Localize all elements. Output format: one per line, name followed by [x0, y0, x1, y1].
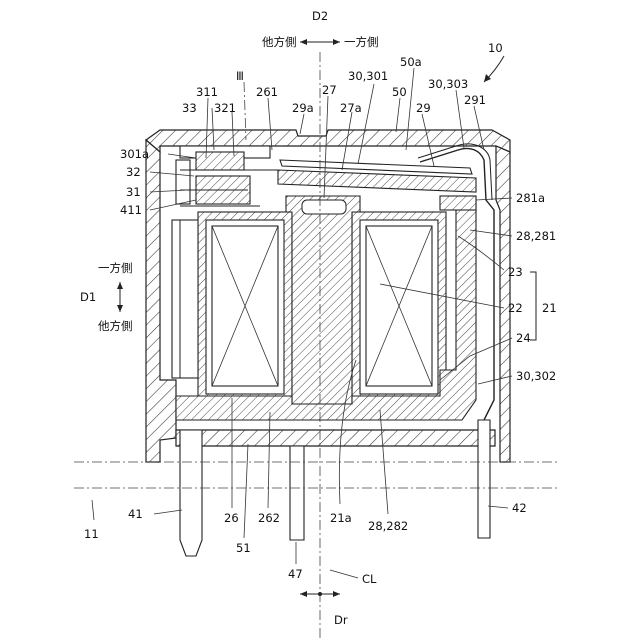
label-21a: 21a — [330, 511, 352, 525]
label-32: 32 — [126, 165, 141, 179]
label-31: 31 — [126, 185, 141, 199]
label-33: 33 — [182, 101, 197, 115]
terminal-41 — [180, 430, 202, 556]
label-10: 10 — [488, 41, 503, 55]
label-411: 411 — [120, 203, 142, 217]
label-d1-bottom: 他方側 — [98, 319, 133, 333]
coil-left — [198, 212, 292, 402]
label-28-281: 28,281 — [516, 229, 556, 243]
bracket-21 — [530, 272, 536, 340]
label-30-302: 30,302 — [516, 369, 556, 383]
label-262: 262 — [258, 511, 280, 525]
label-50a: 50a — [400, 55, 422, 69]
label-281a: 281a — [516, 191, 545, 205]
label-321: 321 — [214, 101, 236, 115]
label-cl: CL — [362, 572, 377, 586]
label-d1: D1 — [80, 290, 96, 304]
label-3: Ⅲ — [236, 69, 244, 83]
terminal-47 — [290, 446, 304, 540]
label-29a: 29a — [292, 101, 314, 115]
label-301a: 301a — [120, 147, 149, 161]
label-51: 51 — [236, 541, 251, 555]
inner-partition — [172, 220, 198, 378]
label-27a: 27a — [340, 101, 362, 115]
label-291: 291 — [464, 93, 486, 107]
label-24: 24 — [516, 331, 531, 345]
label-21: 21 — [542, 301, 557, 315]
label-d1-top: 一方側 — [98, 261, 133, 275]
label-50: 50 — [392, 85, 407, 99]
label-22: 22 — [508, 301, 523, 315]
label-d2: D2 — [312, 9, 328, 23]
label-26: 26 — [224, 511, 239, 525]
label-30-301: 30,301 — [348, 69, 388, 83]
label-311: 311 — [196, 85, 218, 99]
label-dr: Dr — [334, 613, 348, 627]
terminal-42 — [478, 420, 490, 538]
armature — [278, 160, 476, 192]
label-d2-left: 他方側 — [262, 35, 297, 49]
label-d2-right: 一方側 — [344, 35, 379, 49]
d1-arrow — [117, 282, 123, 312]
label-30-303: 30,303 — [428, 77, 468, 91]
label-29: 29 — [416, 101, 431, 115]
label-42: 42 — [512, 501, 527, 515]
d2-arrow — [300, 39, 340, 45]
label-23: 23 — [508, 265, 523, 279]
label-41: 41 — [128, 507, 143, 521]
iron-core — [286, 196, 360, 404]
coil-right — [352, 212, 446, 402]
label-11: 11 — [84, 527, 99, 541]
label-27: 27 — [322, 83, 337, 97]
label-28-282: 28,282 — [368, 519, 408, 533]
ref-10-arrow — [484, 56, 504, 82]
label-261: 261 — [256, 85, 278, 99]
label-47: 47 — [288, 567, 303, 581]
